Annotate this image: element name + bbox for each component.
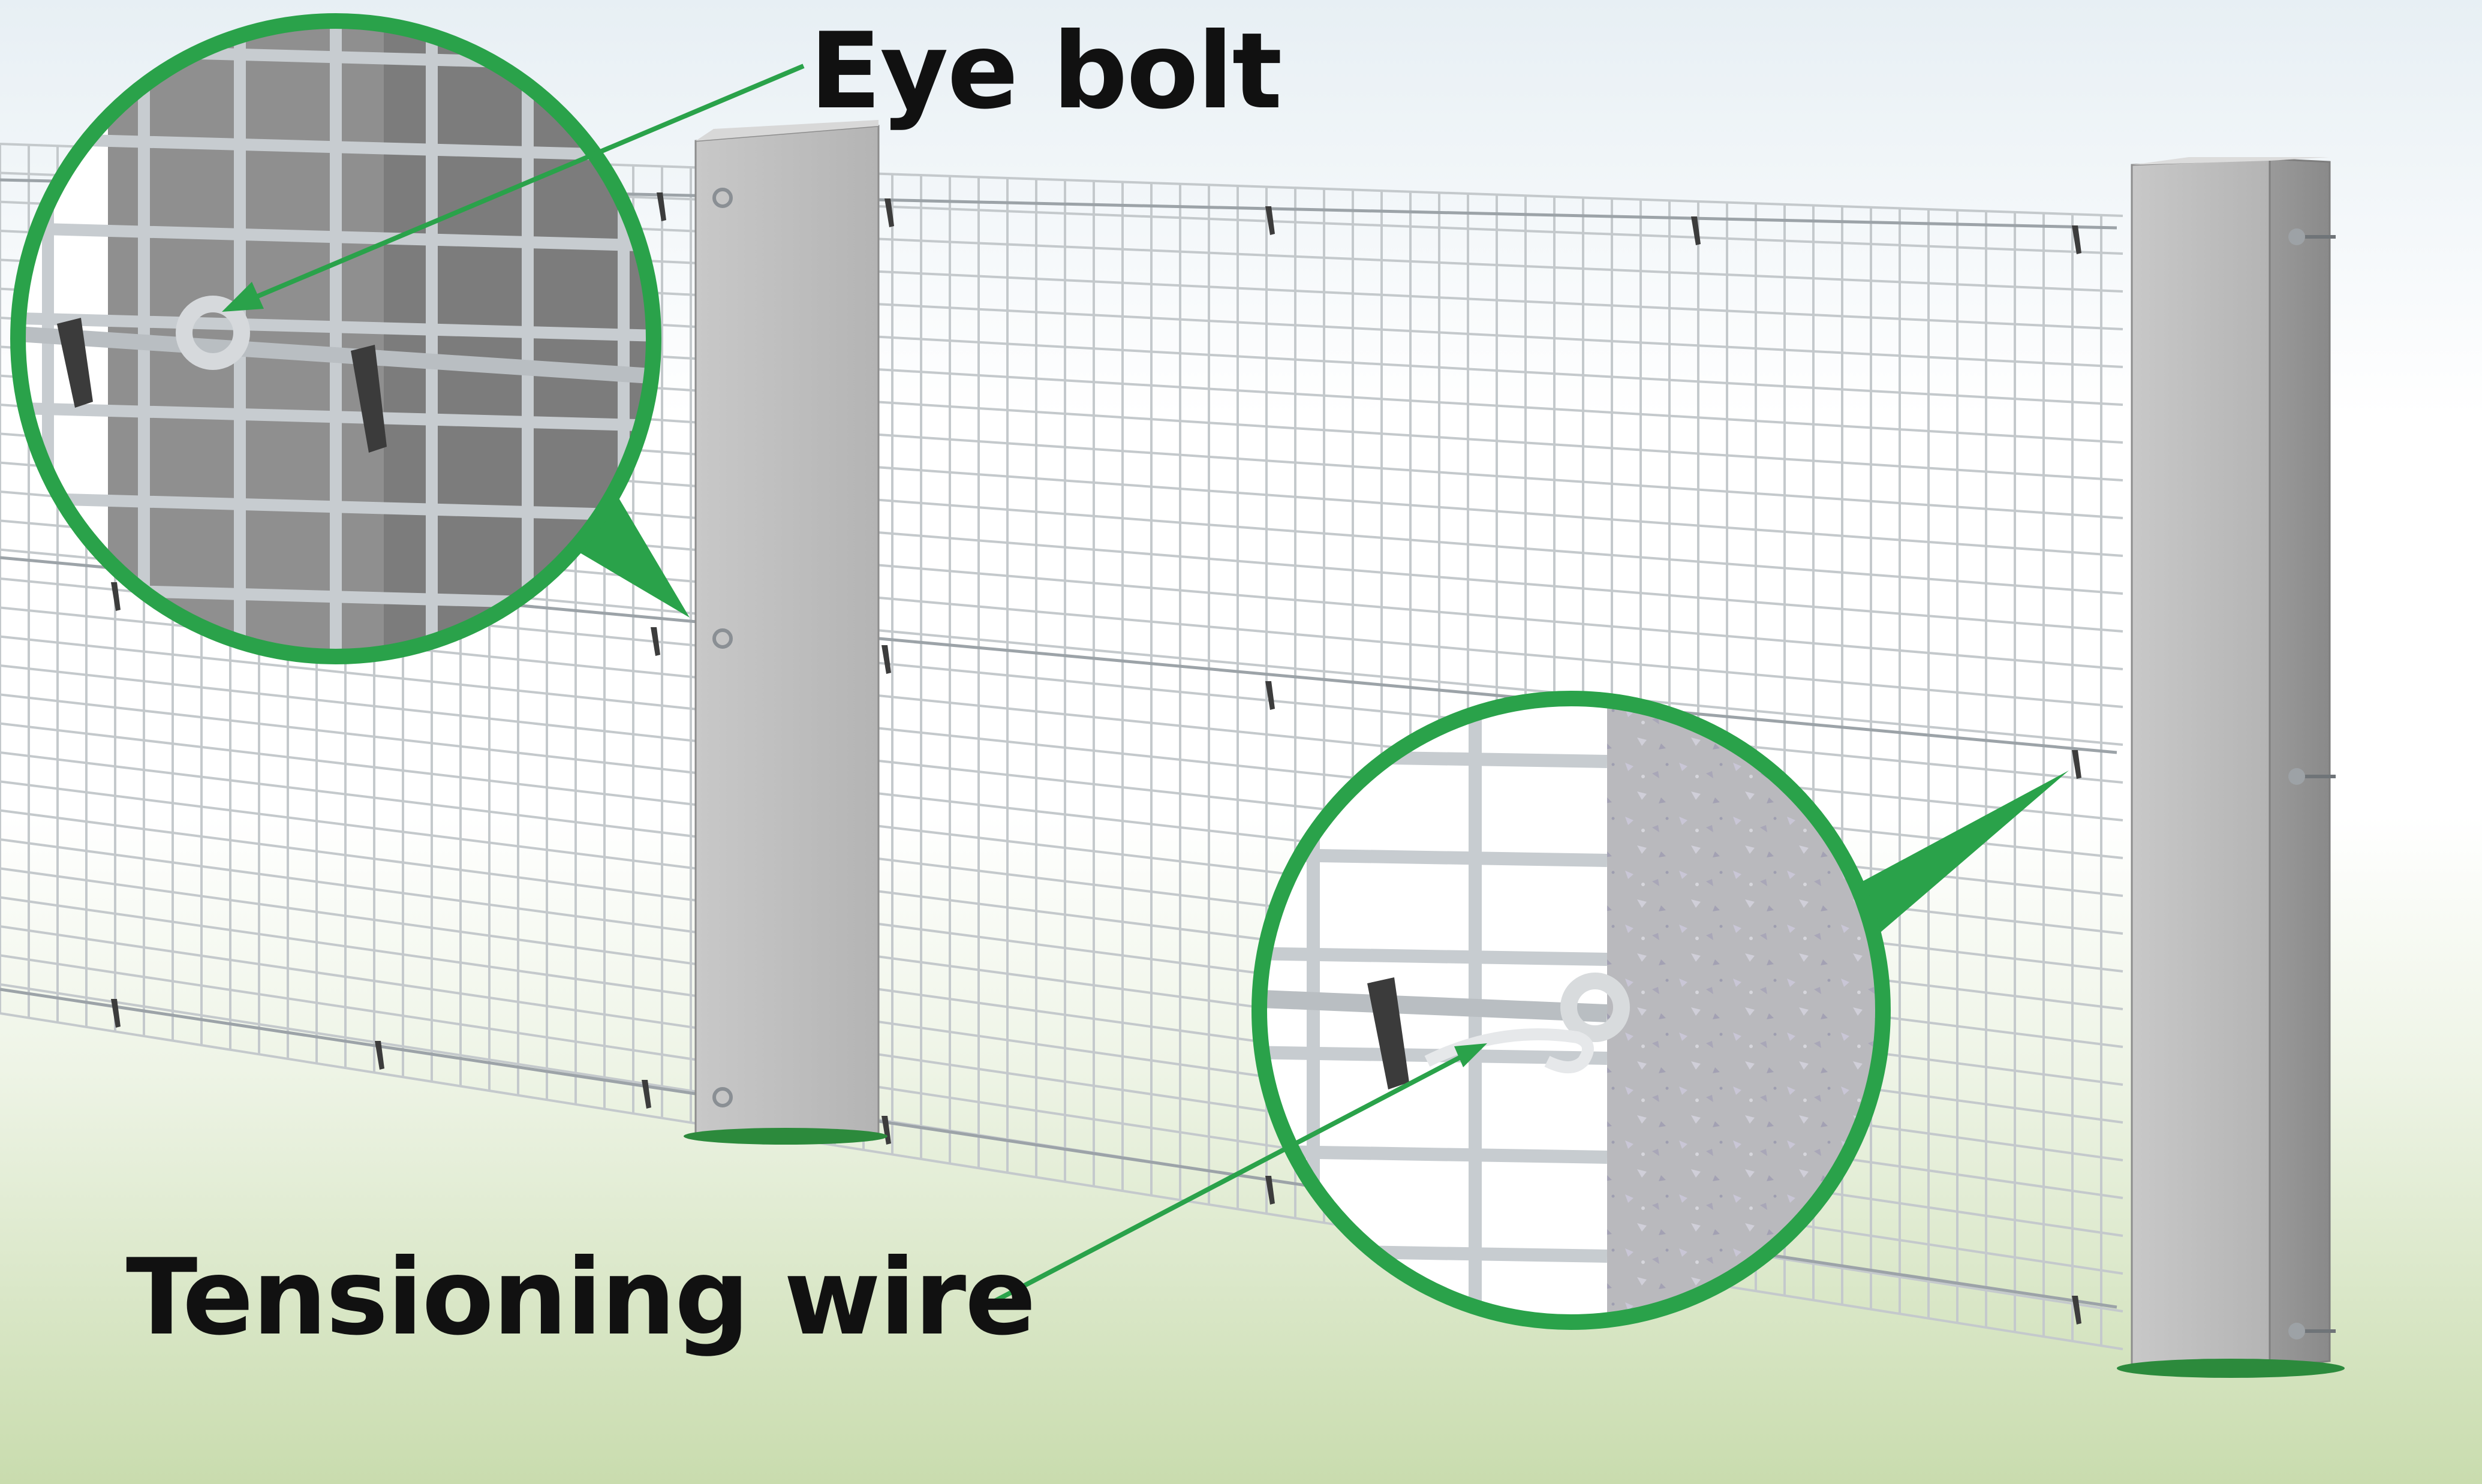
magnifier-eye-bolt: [10, 13, 690, 664]
intermediate-post: [684, 120, 887, 1145]
tensioning-wire-label: Tensioning wire: [126, 1237, 1036, 1359]
eye-bolt-label: Eye bolt: [810, 11, 1282, 133]
magnifier-tensioning-wire: [1251, 691, 2069, 1330]
eye-bolt-icon: [712, 188, 733, 1107]
leader-lines: [227, 64, 1482, 1313]
end-post: [2117, 157, 2345, 1378]
